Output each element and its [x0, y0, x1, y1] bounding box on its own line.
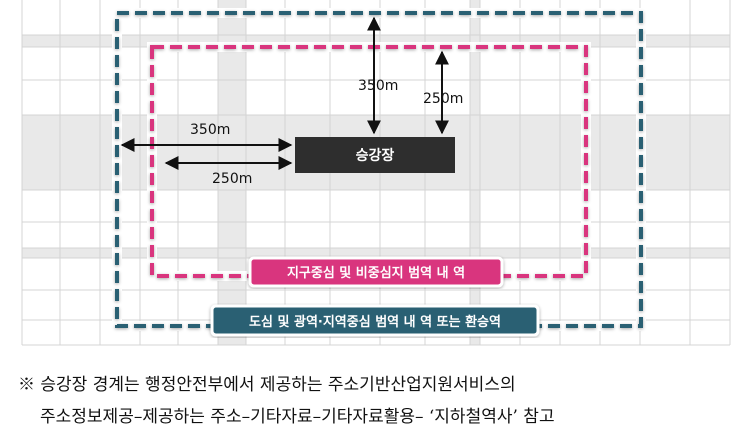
platform-label: 승강장	[356, 147, 395, 164]
inner-zone-label-box	[248, 256, 504, 288]
road-horizontal	[22, 248, 730, 258]
footnote-line-2: 주소정보제공–제공하는 주소–기타자료–기타자료활용– ‘지하철역사’ 참고	[40, 407, 555, 427]
outer-zone-label: 도심 및 광역·지역중심 범역 내 역 또는 환승역	[249, 314, 501, 330]
distance-label-horizontal-outer: 350m	[190, 122, 230, 138]
distance-label-horizontal-inner: 250m	[212, 171, 252, 187]
distance-label-vertical-inner: 250m	[423, 91, 463, 107]
inner-zone-label: 지구중심 및 비중심지 범역 내 역	[287, 265, 465, 281]
road-vertical	[470, 0, 480, 345]
road-vertical	[218, 0, 246, 345]
footnote-line-1: ※ 승강장 경계는 행정안전부에서 제공하는 주소기반산업지원서비스의	[18, 375, 516, 395]
outer-zone-label-box	[210, 304, 540, 337]
platform-block	[295, 137, 455, 173]
distance-label-vertical-outer: 350m	[358, 78, 398, 94]
